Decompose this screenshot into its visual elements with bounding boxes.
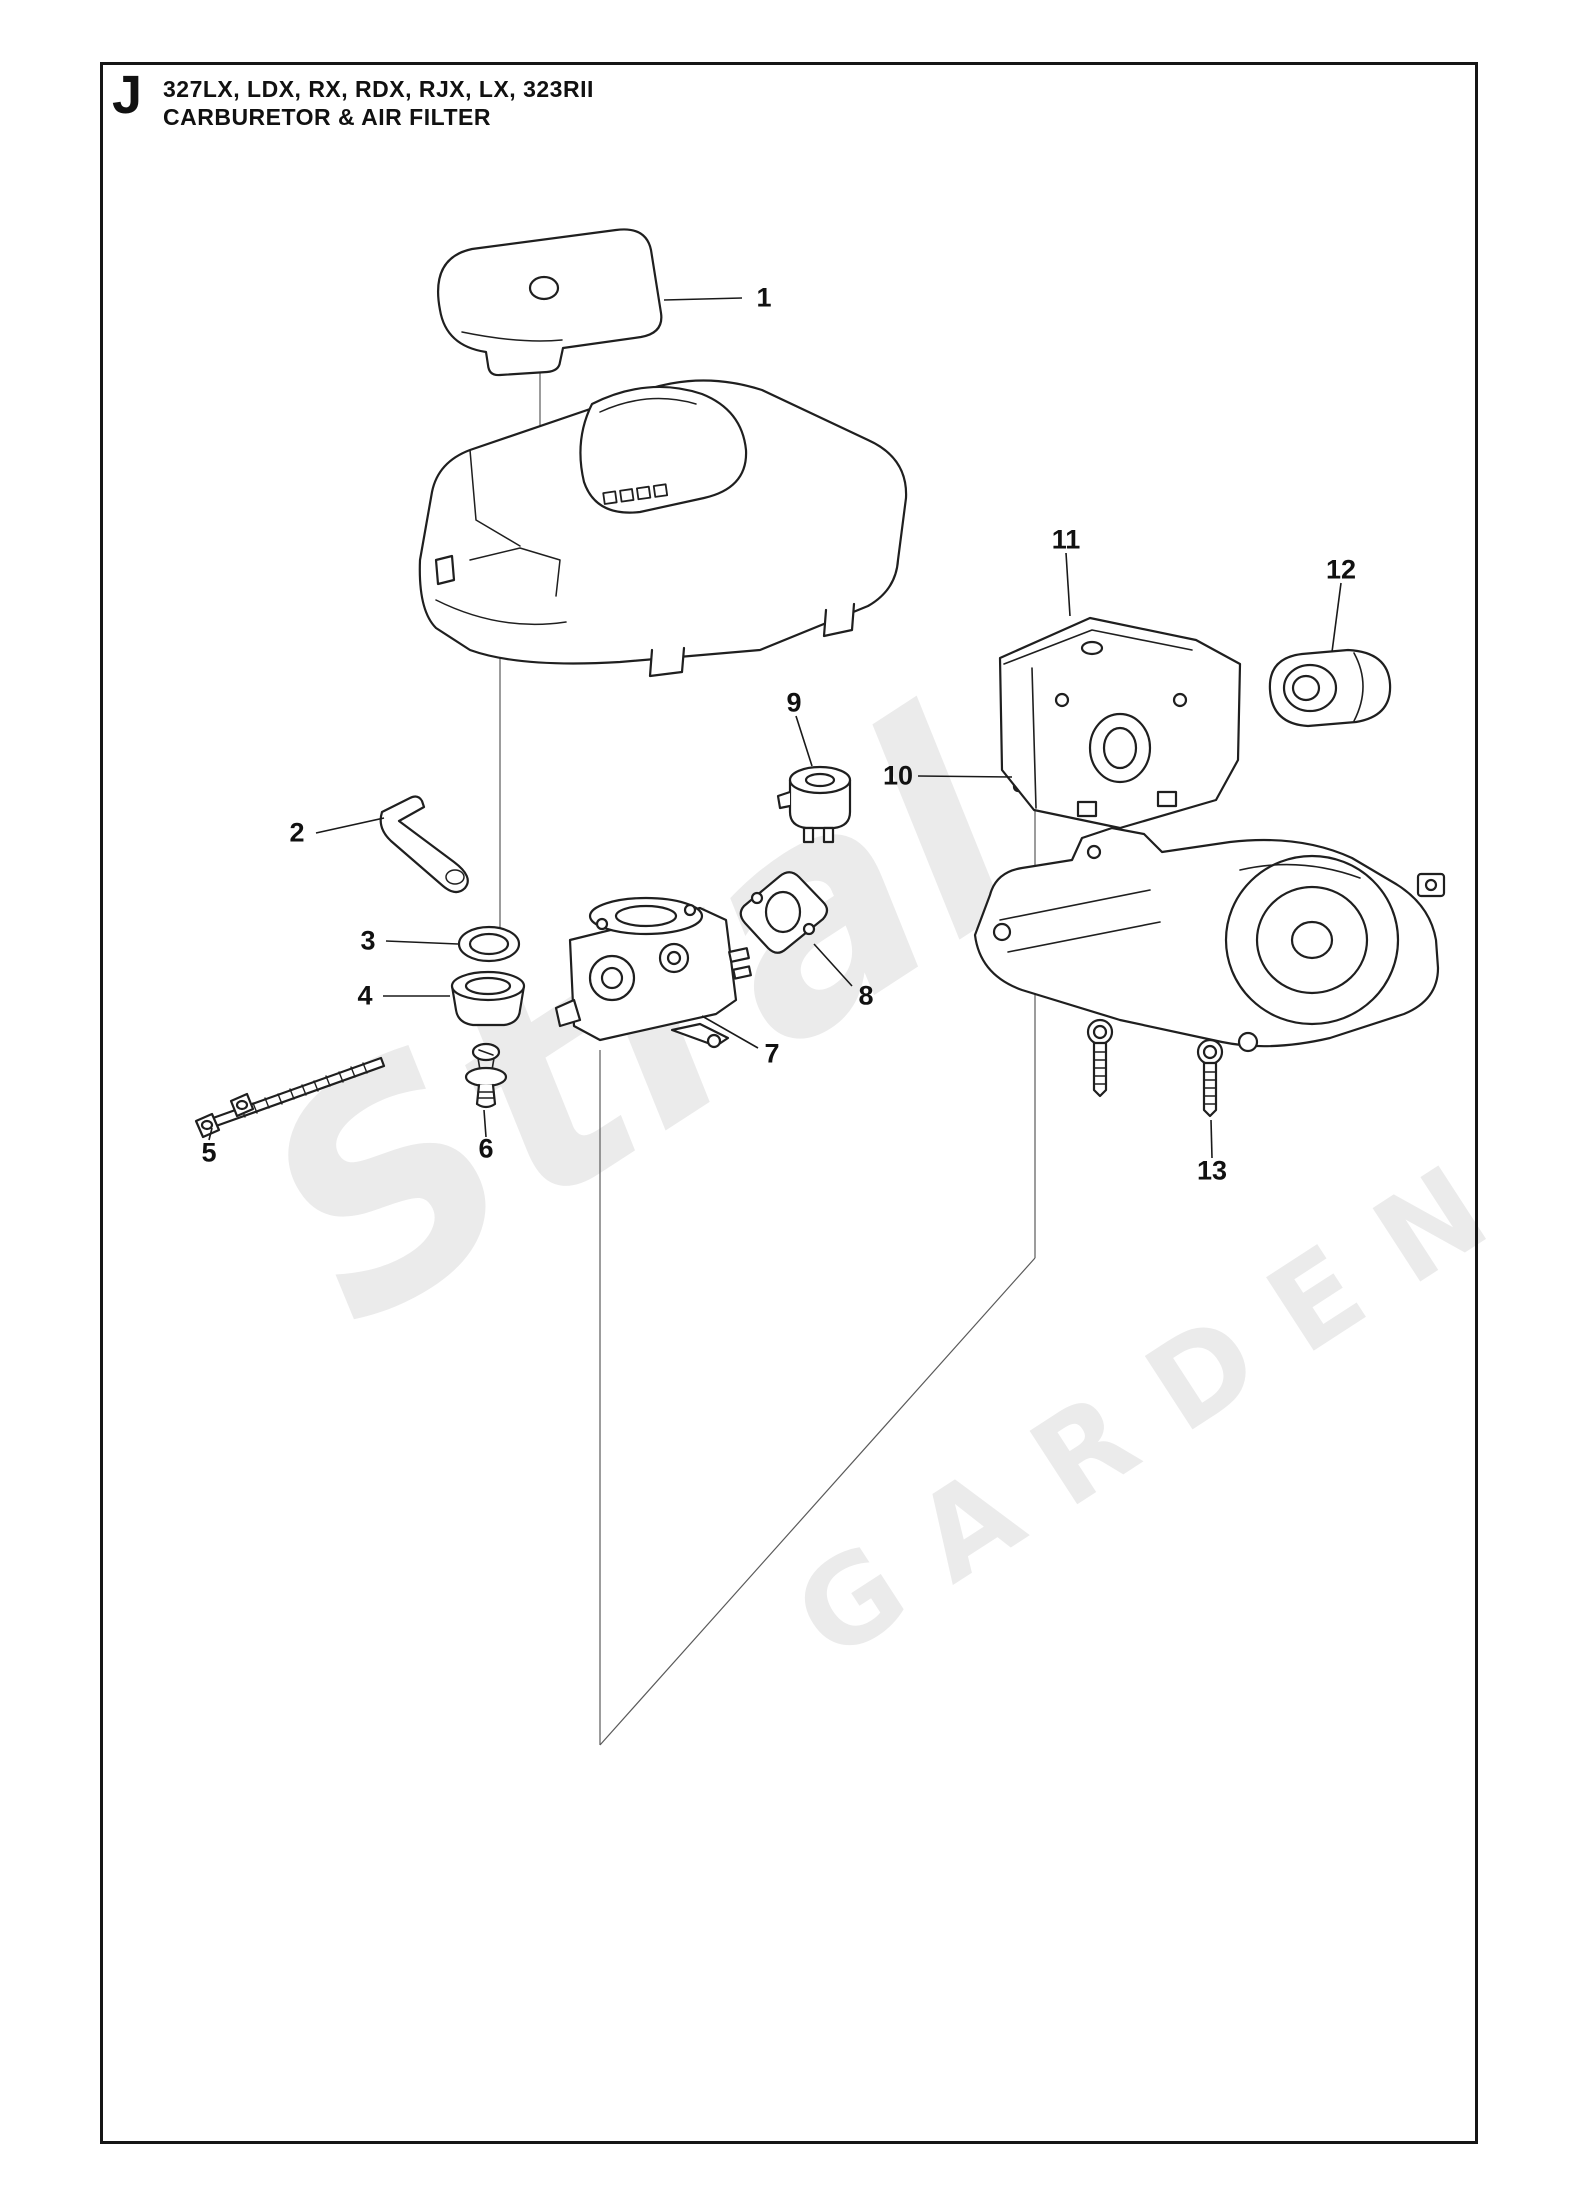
model-list-heading: 327LX, LDX, RX, RDX, RJX, LX, 323RII <box>163 76 594 102</box>
cover-screw-part <box>464 1042 508 1109</box>
housing-screws-part <box>1086 1018 1224 1118</box>
callout-12-intake-elbow: 12 <box>1325 554 1357 585</box>
page-border-frame <box>100 62 1478 2144</box>
air-filter-cover-part <box>436 228 663 377</box>
carburetor-gasket-part <box>739 871 829 954</box>
air-filter-holder-part <box>998 616 1242 830</box>
intake-spacer-part <box>450 970 526 1027</box>
engine-housing-part <box>973 826 1446 1053</box>
callout-10-nut: 10 <box>882 760 914 791</box>
intake-elbow-part <box>1268 648 1392 728</box>
callout-5-long-screw: 5 <box>201 1137 217 1168</box>
choke-lever-part <box>379 795 469 894</box>
callout-9-pump-body: 9 <box>786 687 802 718</box>
cylinder-cover-part <box>418 379 908 678</box>
callout-6-cover-screw: 6 <box>478 1133 494 1164</box>
callout-4-intake-spacer: 4 <box>357 980 373 1011</box>
callout-11-filter-holder: 11 <box>1051 524 1081 555</box>
callout-2-choke-lever: 2 <box>289 817 305 848</box>
section-letter: J <box>112 65 143 125</box>
callout-3-seal-ring: 3 <box>360 925 376 956</box>
pump-body-part <box>776 765 852 844</box>
long-screw-part <box>194 1056 386 1139</box>
diagram-title: CARBURETOR & AIR FILTER <box>163 104 491 130</box>
callout-8-gasket: 8 <box>858 980 874 1011</box>
callout-13-housing-screws: 13 <box>1196 1155 1228 1186</box>
callout-leader-lines <box>208 297 1342 1159</box>
callout-1-air-filter-cover: 1 <box>756 282 772 313</box>
carburetor-part <box>554 896 752 1049</box>
callout-7-carburetor: 7 <box>764 1038 780 1069</box>
seal-ring-part <box>457 925 521 963</box>
